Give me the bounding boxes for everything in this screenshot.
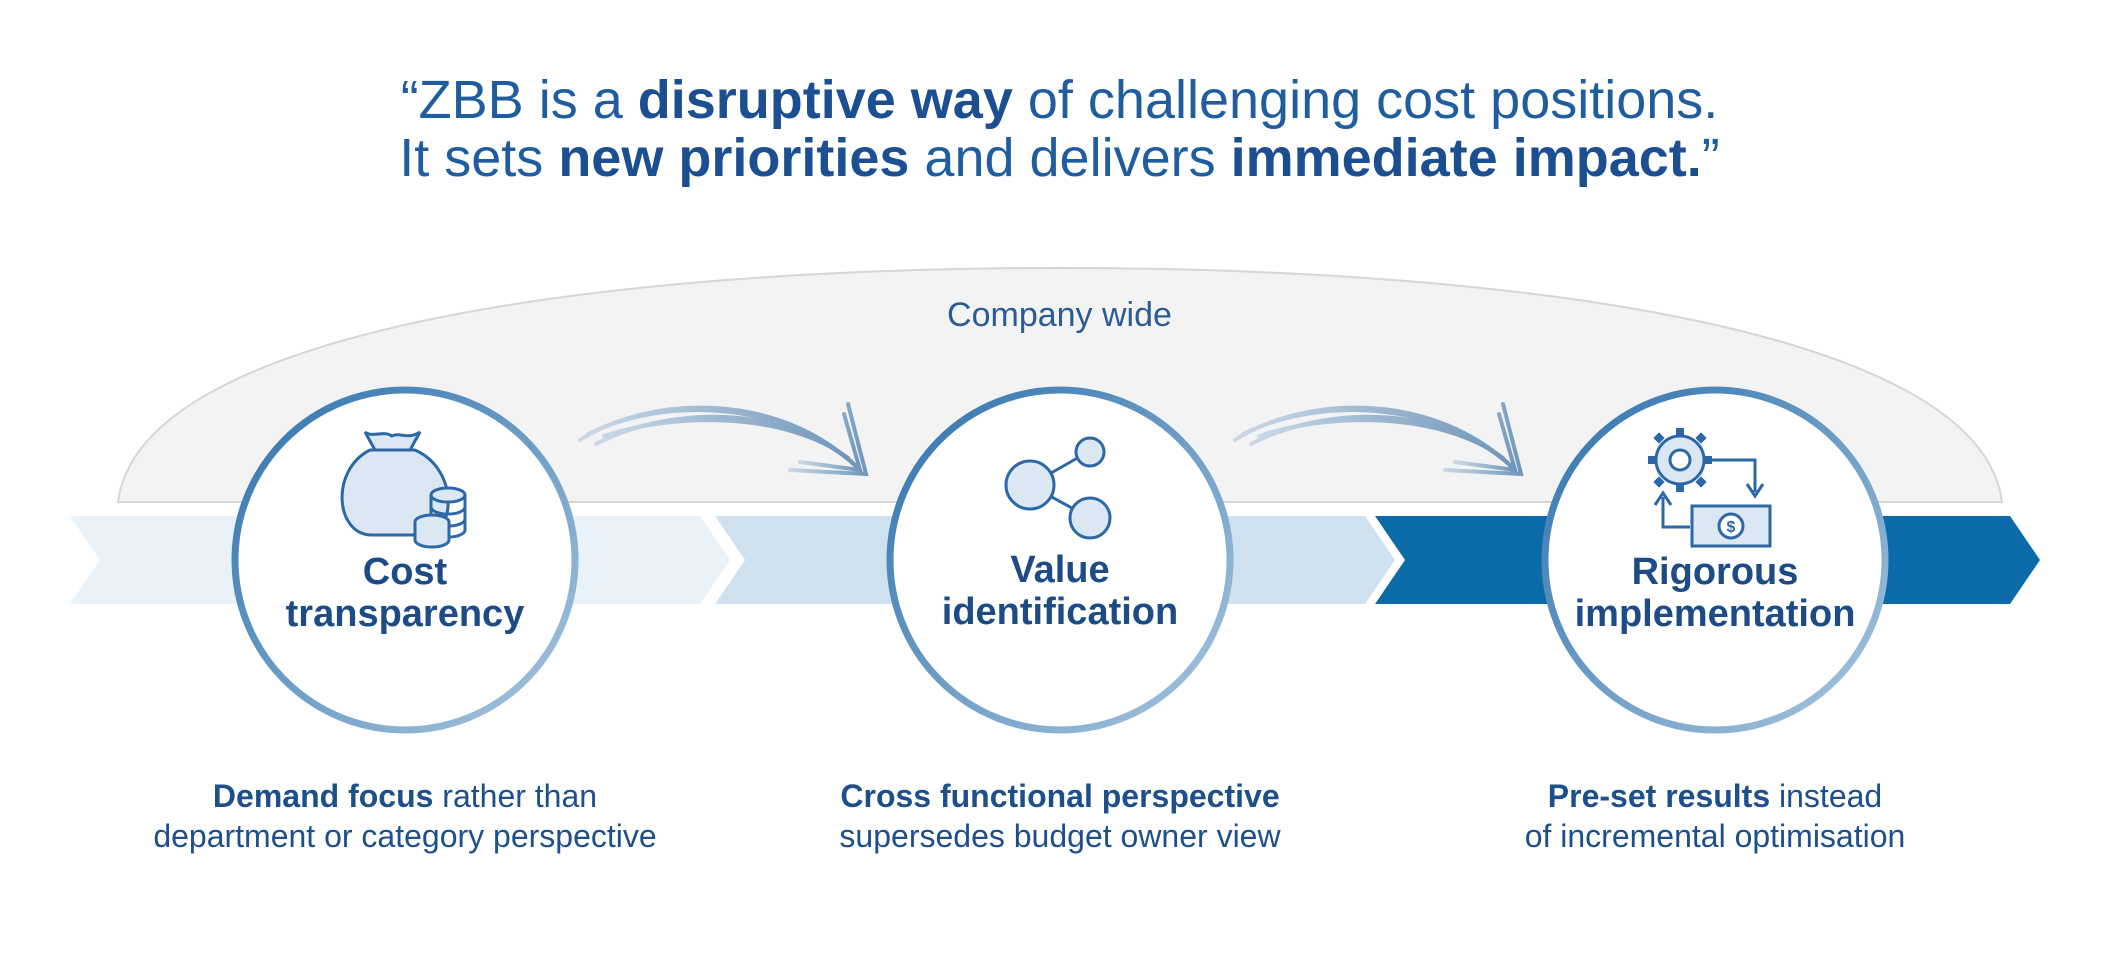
step-title-rigorous-implementation: Rigorous implementation: [1574, 551, 1856, 635]
quote-emphasis-disruptive: disruptive way: [637, 70, 1013, 130]
quote-open-mark: “: [400, 70, 419, 130]
step-caption-3: Pre-set results instead of incremental o…: [1524, 778, 1906, 854]
company-wide-arc: [116, 266, 2004, 503]
step-caption-2: Cross functional perspective supersedes …: [839, 778, 1281, 854]
step-caption-1: Demand focus rather than department or c…: [153, 778, 657, 854]
company-wide-label: Company wide: [947, 296, 1172, 334]
curved-arrow-2-icon: [1233, 402, 1524, 477]
step-title-value-identification: Value identification: [941, 549, 1179, 633]
quote-emphasis-impact: immediate impact.: [1230, 128, 1702, 188]
quote-close-mark: ”: [1701, 128, 1720, 188]
quote-emphasis-priorities: new priorities: [558, 128, 910, 188]
step-circle-2: [886, 386, 1234, 734]
quote-line-2: It sets new priorities and delivers imme…: [399, 128, 1720, 188]
network-nodes-icon: [1004, 436, 1112, 540]
gear-cash-cycle-icon: [1648, 428, 1772, 548]
money-bag-icon: [340, 430, 467, 549]
quote-line-1: “ZBB is a disruptive way of challenging …: [400, 70, 1719, 130]
curved-arrow-1-icon: [578, 402, 869, 477]
step-title-cost-transparency: Cost transparency: [285, 551, 525, 635]
step-circle-3: [1541, 386, 1889, 734]
currency-symbol: $: [1727, 519, 1736, 536]
step-circle-1: [231, 386, 579, 734]
